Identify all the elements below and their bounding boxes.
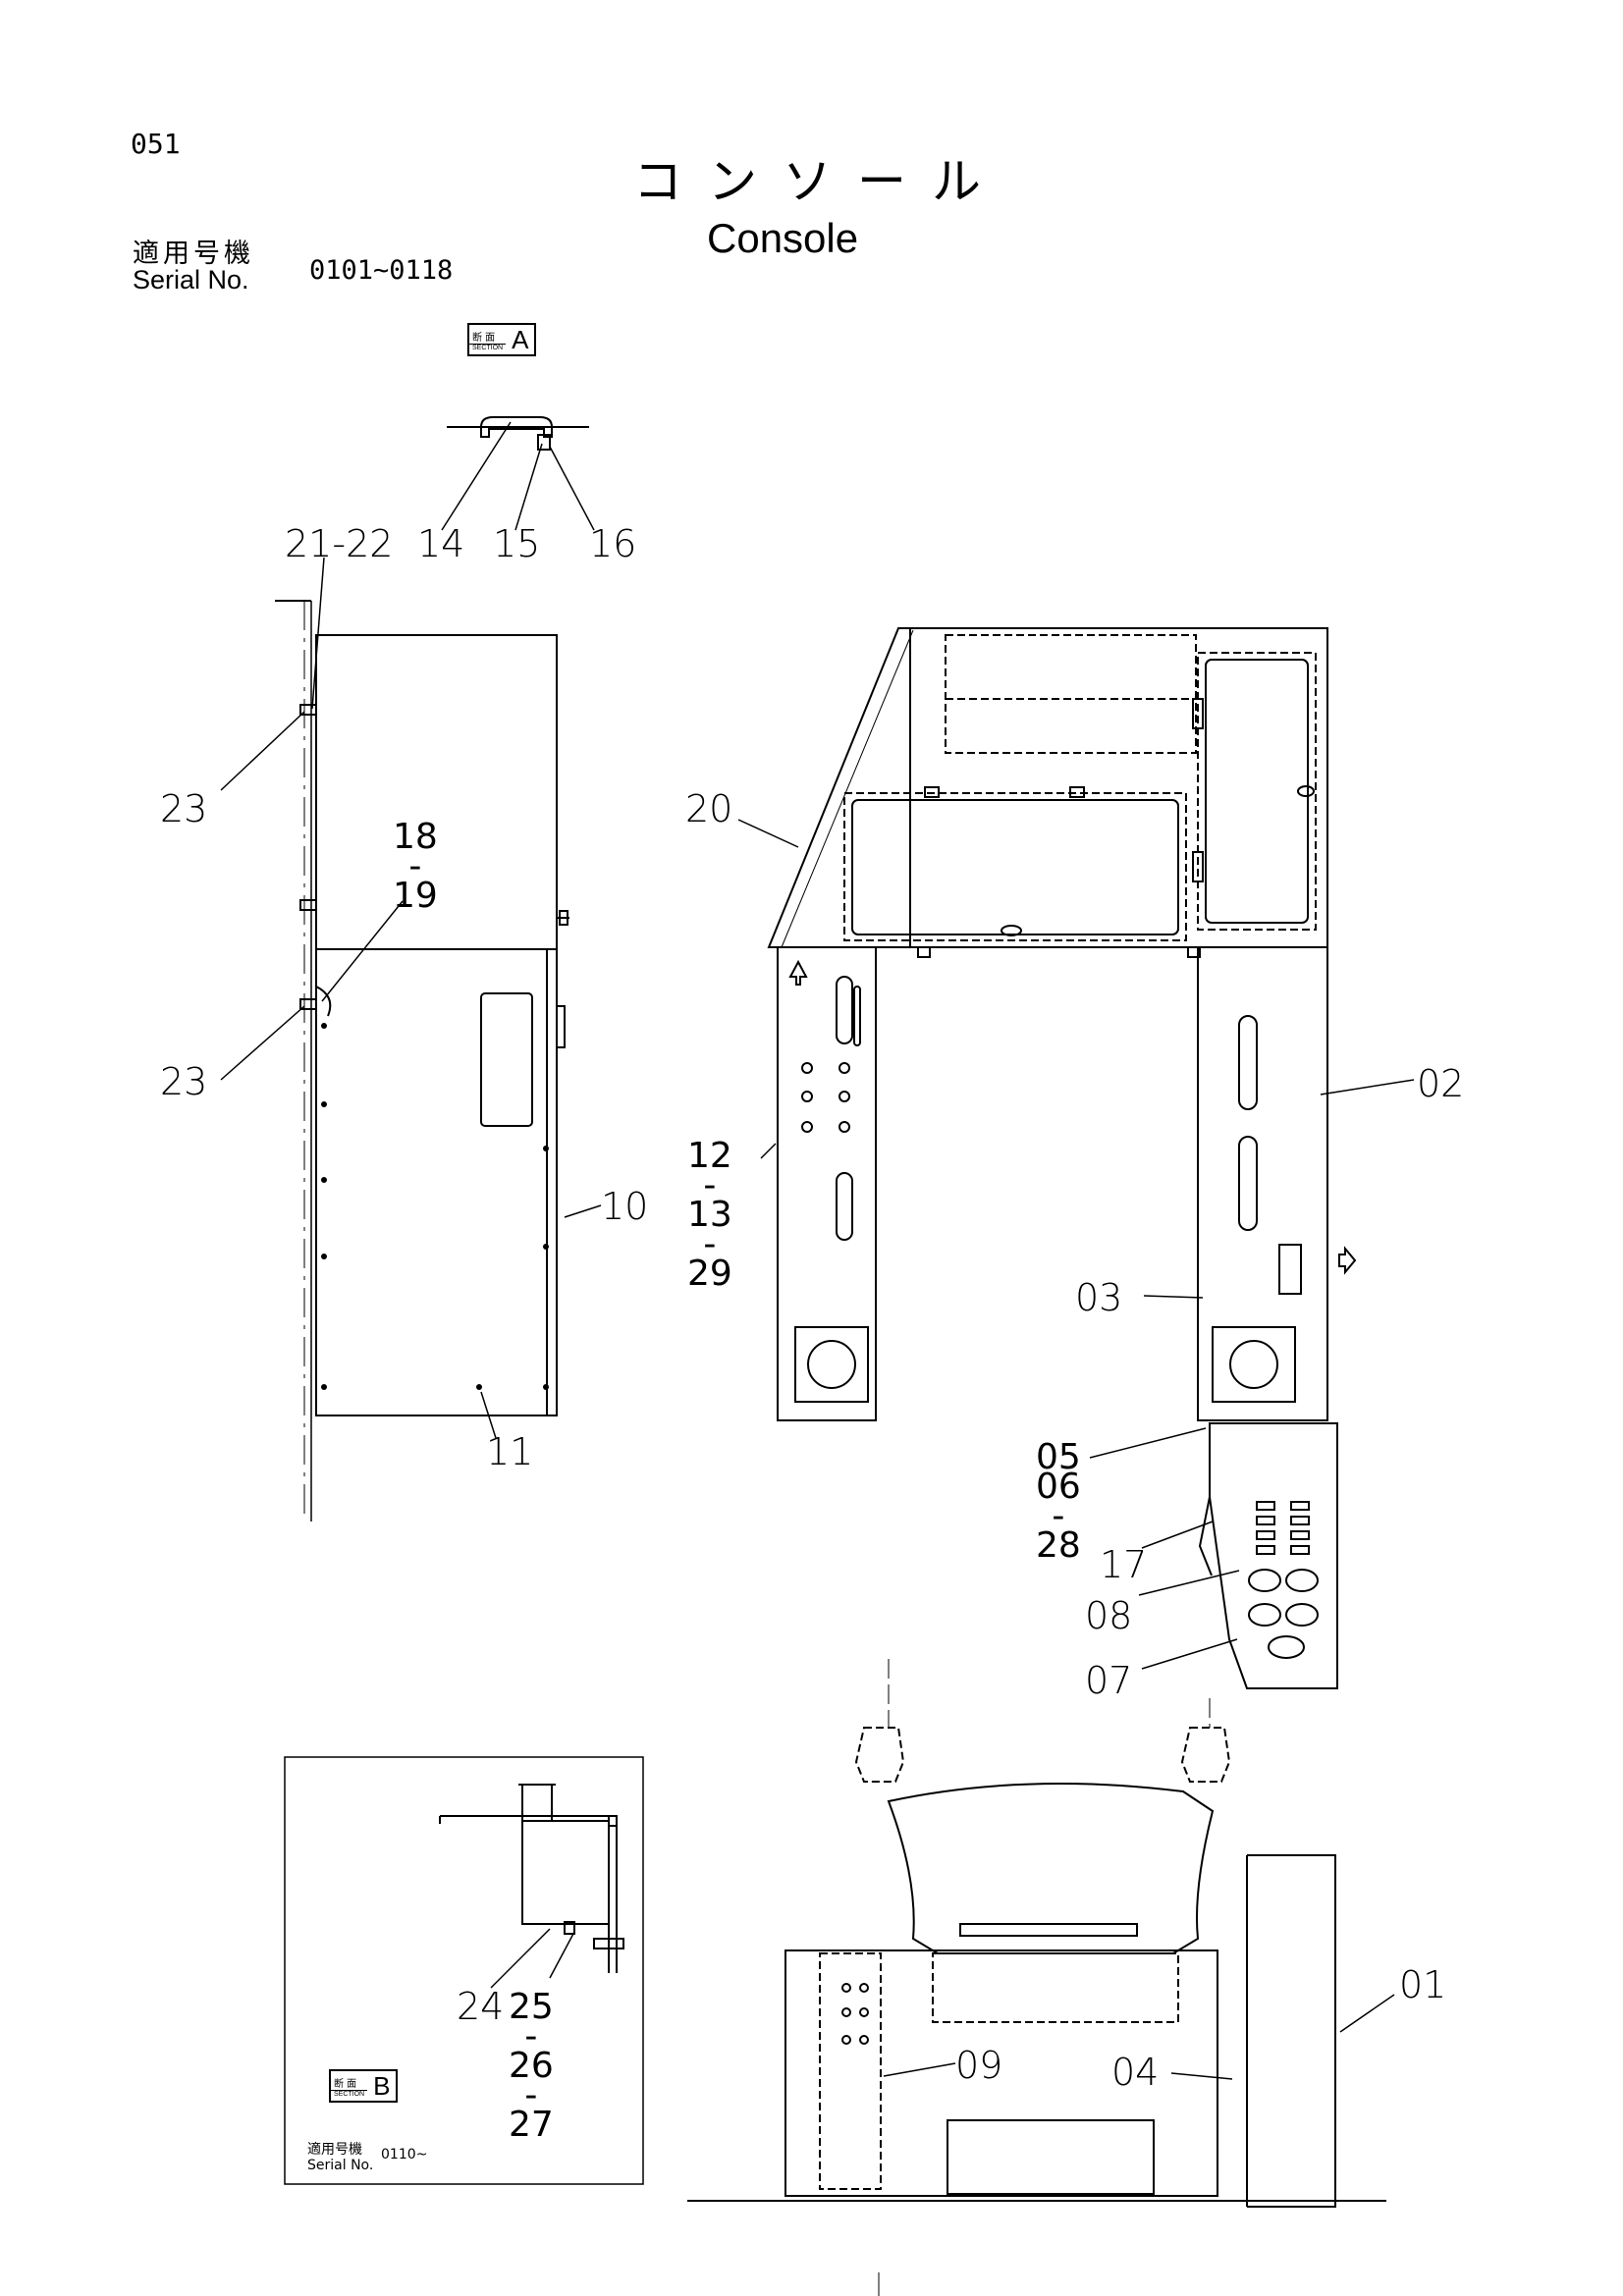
- section-b-kanji: 断 面: [331, 2075, 368, 2091]
- page-number: 051: [131, 128, 181, 160]
- section-b-word: SECTION: [334, 2090, 365, 2098]
- section-b-letter: B: [373, 2070, 391, 2101]
- left-side-view: [220, 557, 602, 1522]
- callout-21-22: 21-22: [285, 522, 394, 565]
- section-a-kanji: 断 面: [469, 329, 507, 345]
- section-a-detail: [441, 416, 595, 531]
- callout-07: 07: [1085, 1659, 1133, 1702]
- callout-05-28: 05 06 - 28: [1036, 1437, 1081, 1566]
- callout-02: 02: [1417, 1062, 1465, 1105]
- section-a-letter: A: [512, 324, 529, 354]
- callout-14: 14: [417, 522, 465, 565]
- section-b-badge: 断 面 SECTION B: [329, 2069, 399, 2103]
- callout-09: 09: [955, 2044, 1003, 2087]
- serial-label-japanese: 適用号機: [133, 239, 254, 269]
- callout-08: 08: [1085, 1594, 1133, 1637]
- callout-10: 10: [601, 1185, 649, 1228]
- inset-serial-label-english: Serial No.: [307, 2158, 374, 2173]
- callout-01: 01: [1399, 1963, 1447, 2006]
- serial-range: 0101~0118: [309, 255, 454, 286]
- section-a-word: SECTION: [472, 344, 504, 351]
- inset-serial-range: 0110~: [381, 2147, 428, 2163]
- callout-04: 04: [1111, 2051, 1160, 2094]
- callout-16: 16: [589, 522, 637, 565]
- callout-18-19: 18 - 19: [393, 817, 438, 916]
- title-english: Console: [707, 215, 859, 261]
- title-japanese: コンソール: [633, 153, 1006, 210]
- callout-20: 20: [685, 787, 733, 830]
- front-view: [737, 627, 1415, 1728]
- inset-serial-label-japanese: 適用号機: [307, 2142, 362, 2158]
- callout-03: 03: [1075, 1276, 1123, 1319]
- callout-12-29: 12 - 13 - 29: [687, 1136, 732, 1294]
- section-b-inset: [284, 1756, 644, 2185]
- callout-15: 15: [493, 522, 541, 565]
- callout-11: 11: [486, 1430, 534, 1473]
- callout-23-lower: 23: [160, 1060, 208, 1103]
- section-a-badge: 断 面 SECTION A: [467, 323, 537, 356]
- serial-label-english: Serial No.: [133, 265, 249, 294]
- bottom-view: [687, 1727, 1395, 2208]
- callout-17: 17: [1100, 1543, 1148, 1586]
- callout-24: 24: [457, 1985, 505, 2028]
- callout-25-27: 25 - 26 - 27: [509, 1987, 554, 2145]
- callout-23-upper: 23: [160, 787, 208, 830]
